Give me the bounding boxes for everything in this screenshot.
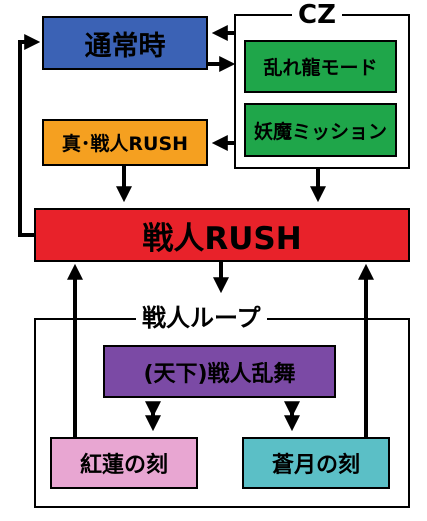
loop-group-title: 戦人ループ bbox=[136, 304, 267, 332]
arrow-rush-to-normal bbox=[18, 34, 41, 237]
node-cz-youma-mission: 妖魔ミッション bbox=[244, 103, 397, 157]
node-guren: 紅蓮の刻 bbox=[50, 437, 198, 489]
node-sougetsu: 蒼月の刻 bbox=[242, 437, 390, 489]
node-normal: 通常時 bbox=[42, 16, 208, 70]
node-tenka-ranbu: (天下)戦人乱舞 bbox=[103, 345, 336, 398]
node-true-rush: 真･戦人RUSH bbox=[42, 119, 208, 166]
node-cz-midare-ryu: 乱れ龍モード bbox=[244, 40, 397, 93]
cz-group-title: CZ bbox=[292, 2, 342, 28]
node-rush: 戦人RUSH bbox=[34, 208, 410, 262]
